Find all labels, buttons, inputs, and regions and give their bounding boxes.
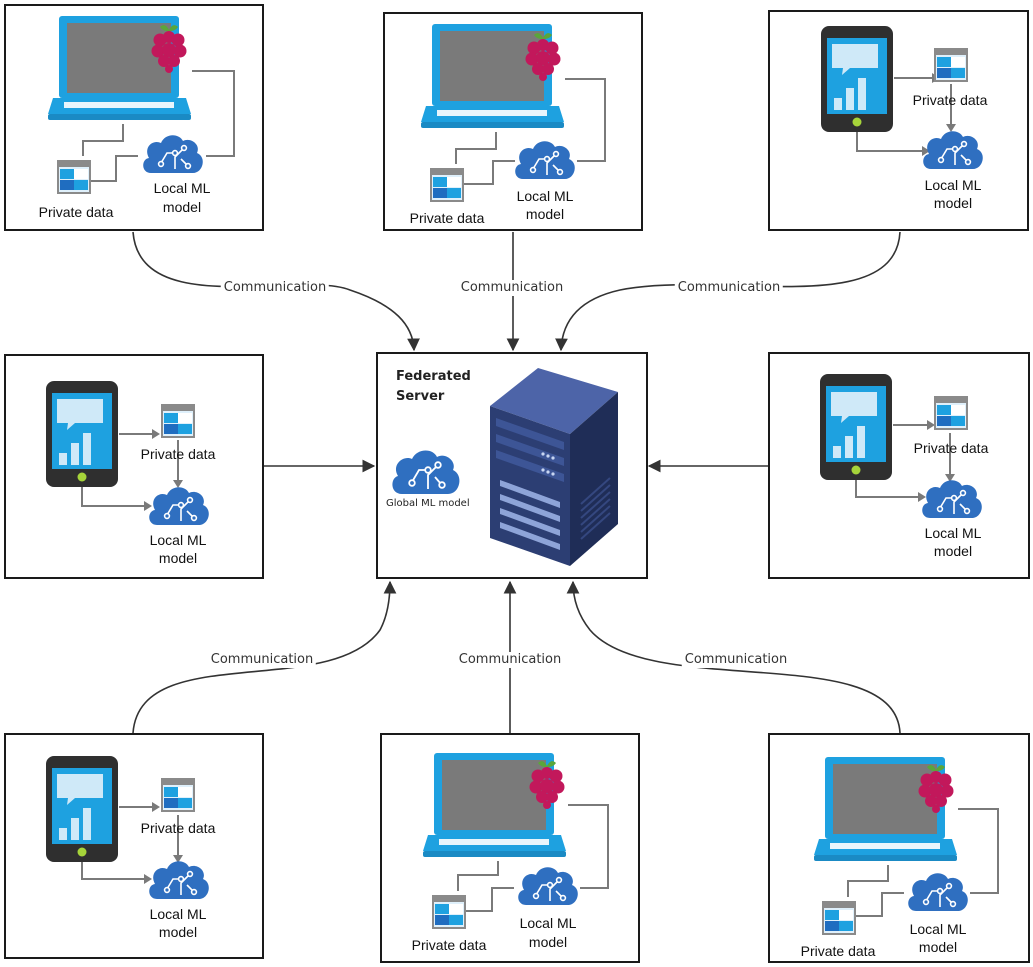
private-data-label: Private data — [800, 943, 876, 959]
smartphone-icon — [820, 374, 892, 480]
laptop-icon — [423, 753, 566, 857]
server-title-line2: Server — [396, 389, 445, 404]
local-model-label-line1: Local ML — [516, 188, 574, 204]
local-model-label-line2: model — [528, 934, 568, 950]
private-data-label: Private data — [140, 446, 216, 462]
local-model-label-line1: Local ML — [149, 906, 207, 922]
private-data-label: Private data — [913, 440, 989, 456]
local-model-label-line1: Local ML — [909, 921, 967, 937]
private-data-label: Private data — [38, 204, 114, 220]
phone-node-graphics — [46, 756, 209, 899]
raspberry-pi-icon — [529, 761, 565, 809]
data-table-icon — [161, 778, 195, 812]
brain-circuit-icon — [923, 131, 983, 169]
data-table-icon — [822, 901, 856, 935]
smartphone-icon — [46, 381, 118, 487]
local-model-label-line2: model — [158, 550, 198, 566]
client-node-bottom-center: Private data Local ML model — [380, 733, 640, 963]
brain-circuit-icon — [908, 873, 968, 911]
laptop-node-graphics — [421, 24, 606, 202]
local-model-label-line2: model — [918, 939, 958, 955]
client-node-top-center: Private data Local ML model — [383, 12, 643, 231]
laptop-node-graphics — [814, 757, 999, 935]
data-table-icon — [934, 396, 968, 430]
brain-circuit-icon — [922, 480, 982, 518]
global-model-label: Global ML model — [386, 498, 470, 509]
client-node-top-left: Private data Local ML model — [4, 4, 264, 231]
link-bottom-left — [132, 580, 397, 734]
laptop-icon — [421, 24, 564, 128]
brain-circuit-icon — [518, 867, 578, 905]
brain-circuit-icon — [149, 861, 209, 899]
local-model-label-line1: Local ML — [924, 525, 982, 541]
local-model-label-line2: model — [933, 195, 973, 211]
private-data-label: Private data — [409, 210, 485, 226]
link-bottom-right — [566, 580, 901, 734]
laptop-icon — [48, 16, 191, 120]
local-model-label-line1: Local ML — [924, 177, 982, 193]
phone-node-graphics — [820, 374, 982, 518]
data-table-icon — [57, 160, 91, 194]
data-table-icon — [432, 895, 466, 929]
local-model-label-line1: Local ML — [153, 180, 211, 196]
communication-label: Communication — [455, 652, 565, 668]
raspberry-pi-icon — [151, 25, 187, 73]
client-node-bottom-left: Private data Local ML model — [4, 733, 264, 959]
local-model-label-line2: model — [158, 924, 198, 940]
laptop-icon — [814, 757, 957, 861]
communication-label: Communication — [220, 280, 330, 296]
local-model-label-line2: model — [933, 543, 973, 559]
communication-label: Communication — [681, 652, 791, 668]
client-node-middle-right: Private data Local ML model — [768, 352, 1030, 579]
server-node-graphics — [392, 368, 618, 566]
laptop-node-graphics — [423, 753, 609, 929]
brain-circuit-icon — [143, 135, 203, 173]
data-table-icon — [161, 404, 195, 438]
client-node-bottom-right: Private data Local ML model — [768, 733, 1030, 963]
client-node-top-right: Private data Local ML model — [768, 10, 1029, 231]
data-table-icon — [934, 48, 968, 82]
local-model-label-line2: model — [162, 199, 202, 215]
smartphone-icon — [46, 756, 118, 862]
communication-label: Communication — [674, 280, 784, 296]
raspberry-pi-icon — [525, 33, 561, 81]
phone-node-graphics — [821, 26, 983, 169]
data-table-icon — [430, 168, 464, 202]
brain-circuit-icon — [515, 141, 575, 179]
smartphone-icon — [821, 26, 893, 132]
client-node-middle-left: Private data Local ML model — [4, 354, 264, 579]
communication-label: Communication — [207, 652, 317, 668]
server-title-line1: Federated — [396, 369, 471, 384]
local-model-label-line2: model — [525, 206, 565, 222]
laptop-node-graphics — [48, 16, 235, 194]
private-data-label: Private data — [411, 937, 487, 953]
communication-label: Communication — [457, 280, 567, 296]
brain-circuit-icon — [149, 487, 209, 525]
private-data-label: Private data — [140, 820, 216, 836]
brain-circuit-icon — [392, 450, 460, 494]
federated-server-node: Federated Server — [376, 352, 648, 579]
raspberry-pi-icon — [918, 765, 954, 813]
phone-node-graphics — [46, 381, 209, 525]
local-model-label-line1: Local ML — [519, 915, 577, 931]
private-data-label: Private data — [912, 92, 988, 108]
server-rack-icon — [490, 368, 618, 566]
local-model-label-line1: Local ML — [149, 532, 207, 548]
